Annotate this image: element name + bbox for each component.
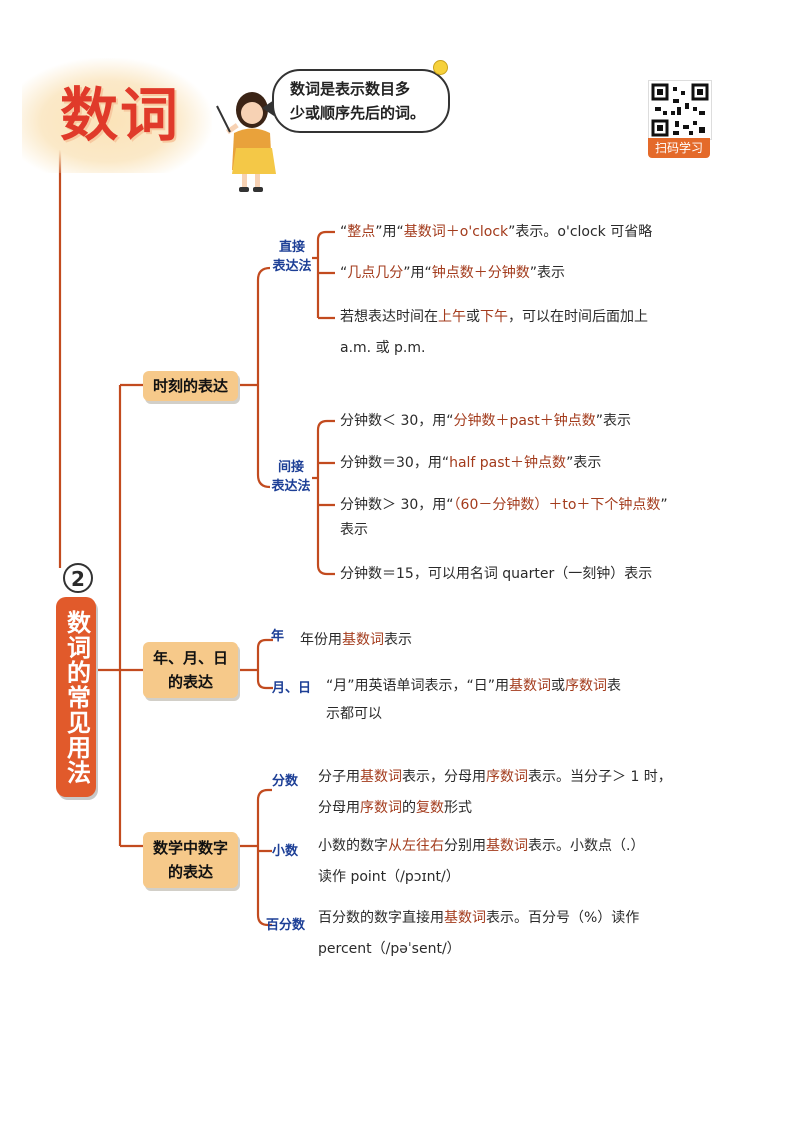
sub-indirect-line1: 间接 (277, 460, 304, 475)
node-time-label: 时刻的表达 (152, 377, 228, 395)
leaf-indirect-2: 分钟数＝30，用“half past＋钟点数”表示 (340, 455, 602, 471)
leaf-month-day: “月”用英语单词表示，“日”用基数词或序数词表 示都可以 (326, 678, 622, 722)
leaf-indirect-3: 分钟数＞ 30，用“（60－分钟数）＋to＋下个钟点数” 表示 (340, 497, 668, 538)
page-title: 数词 (60, 81, 181, 149)
node-math-line1: 数学中数字 (152, 839, 228, 857)
node-math-line2: 的表达 (167, 863, 213, 881)
section-label: 数词的常见用法 (56, 597, 96, 797)
node-math: 数学中数字 的表达 (143, 832, 238, 888)
leaf-direct-3: 若想表达时间在上午或下午，可以在时间后面加上 a.m. 或 p.m. (340, 309, 648, 356)
sub-indirect-line2: 表达法 (271, 479, 311, 494)
qr-label: 扫码学习 (648, 138, 710, 158)
branch-trunk (96, 385, 122, 846)
qr-code-card[interactable]: 扫码学习 (648, 80, 712, 158)
qr-code-icon (648, 80, 712, 140)
sub-decimal: 小数 (272, 844, 299, 859)
math-sub-trunk (238, 788, 272, 927)
speech-bubble-tail (262, 100, 274, 116)
definition-bubble: 数词是表示数目多 少或顺序先后的词。 (272, 69, 450, 133)
section-number: 2 (63, 563, 93, 593)
teacher-illustration (216, 92, 276, 192)
sub-percent: 百分数 (266, 918, 306, 933)
leaf-decimal: 小数的数字从左往右分别用基数词表示。小数点（.） 读作 point（/pɔɪnt… (318, 838, 645, 885)
node-date-line1: 年、月、日 (152, 649, 228, 667)
sub-direct-line2: 表达法 (272, 259, 312, 274)
title-splash (22, 58, 212, 173)
sub-indirect: 间接 表达法 (268, 458, 314, 496)
sub-direct-line1: 直接 (278, 240, 305, 255)
node-date-line2: 的表达 (167, 673, 213, 691)
leaf-direct-1: “整点”用“基数词＋o'clock”表示。o'clock 可省略 (340, 224, 653, 240)
bubble-line-1: 数词是表示数目多 (290, 80, 411, 98)
leaf-indirect-1: 分钟数＜ 30，用“分钟数＋past＋钟点数”表示 (340, 413, 632, 429)
bubble-line-2: 少或顺序先后的词。 (290, 104, 426, 122)
leaf-direct-2: “几点几分”用“钟点数＋分钟数”表示 (340, 265, 566, 281)
indirect-leaves (312, 419, 335, 576)
leaf-year: 年份用基数词表示 (300, 632, 412, 648)
leaf-indirect-4: 分钟数＝15，可以用名词 quarter（一刻钟）表示 (340, 566, 653, 582)
direct-leaves (312, 230, 335, 320)
sub-fraction: 分数 (272, 774, 299, 789)
time-sub-trunk (238, 266, 271, 489)
leaf-fraction: 分子用基数词表示，分母用序数词表示。当分子＞ 1 时， 分母用序数词的复数形式 (318, 769, 672, 816)
date-sub-trunk (238, 638, 273, 690)
node-date: 年、月、日 的表达 (143, 642, 238, 698)
leaf-percent: 百分数的数字直接用基数词表示。百分号（%）读作 percent（/pəˈsent… (318, 910, 640, 957)
sub-direct: 直接 表达法 (270, 238, 314, 276)
lightbulb-icon (433, 60, 448, 75)
sub-year: 年 (271, 629, 285, 644)
node-time: 时刻的表达 (143, 371, 238, 401)
sub-month-day: 月、日 (272, 681, 312, 696)
